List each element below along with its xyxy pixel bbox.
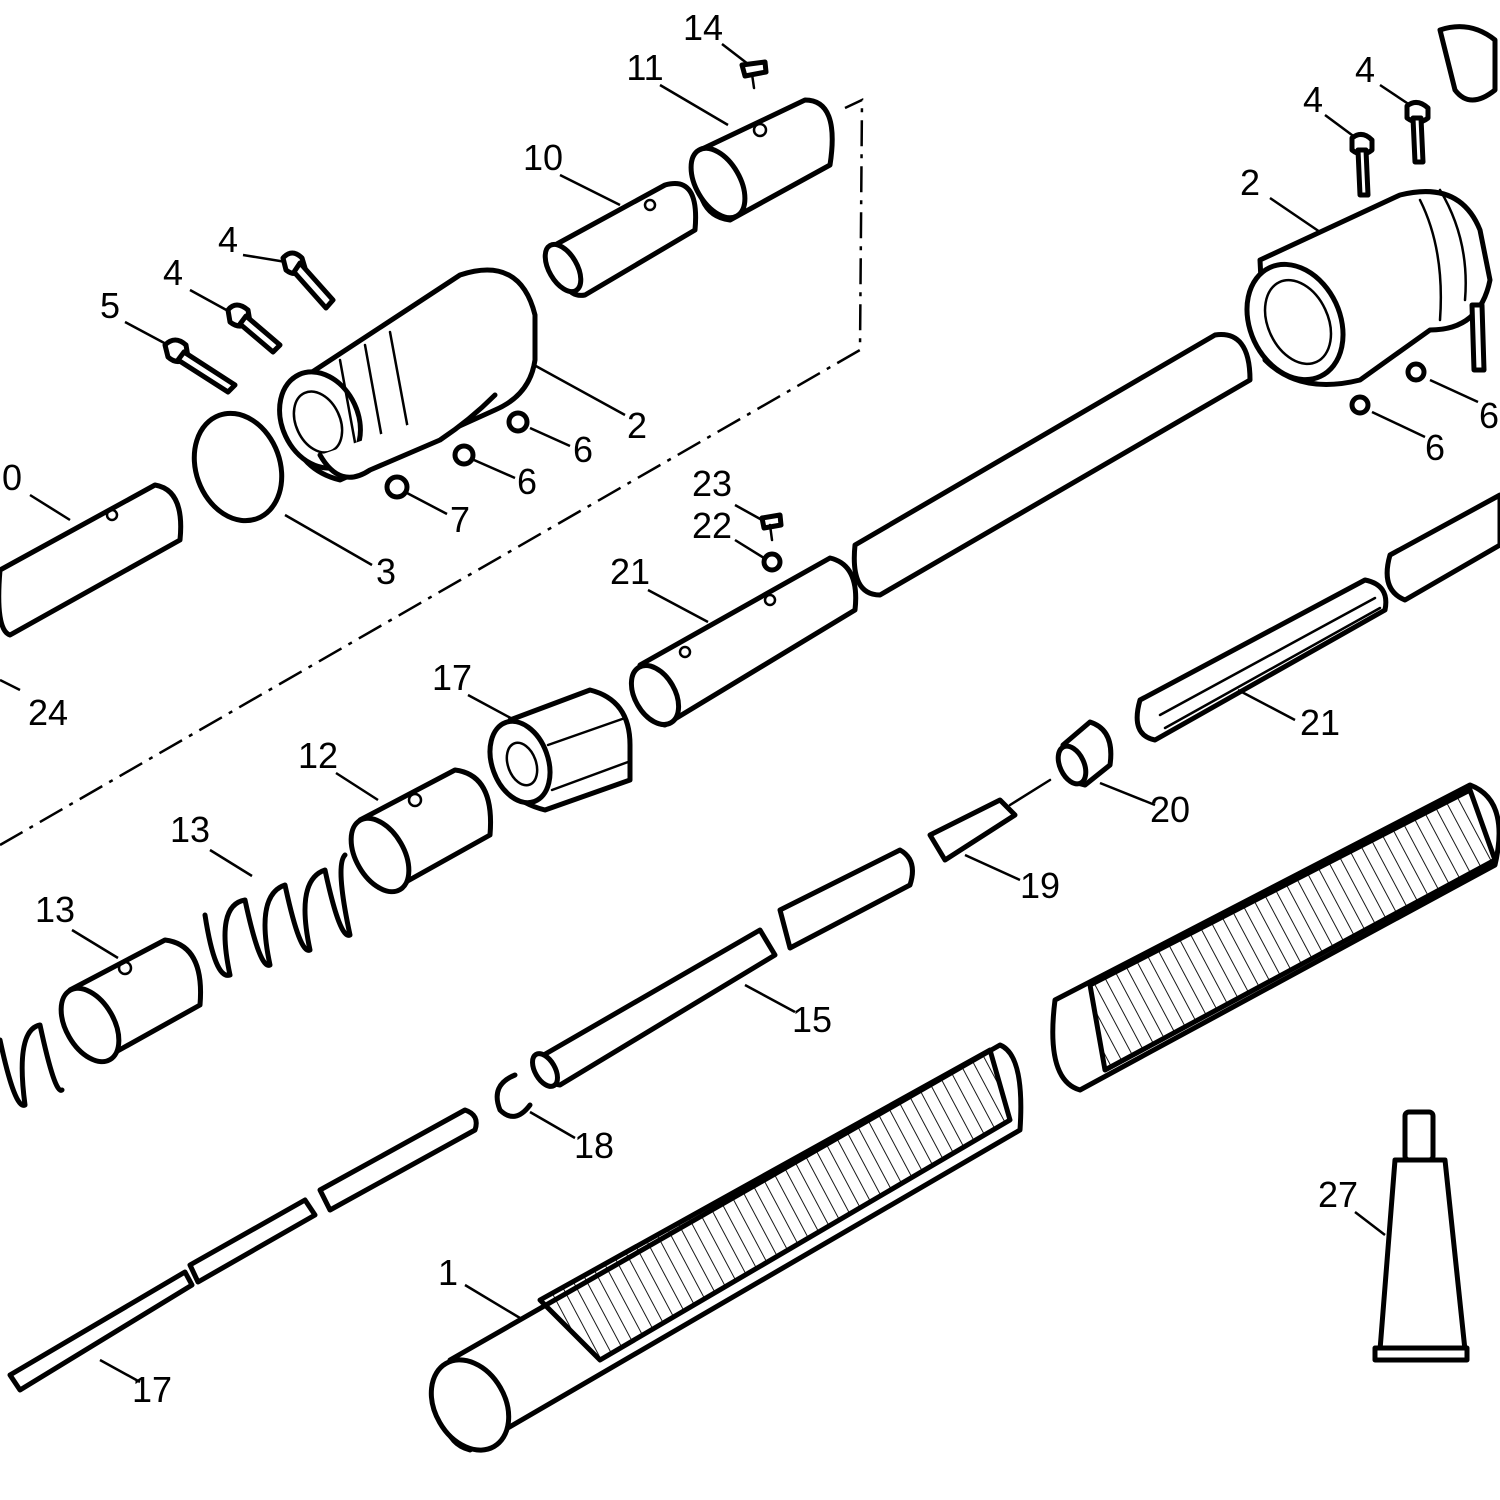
callout-25: 24 <box>28 692 68 733</box>
part-10-sleeve <box>542 181 699 298</box>
callout-4-right-a: 4 <box>1303 79 1323 120</box>
callout-22: 21 <box>610 551 650 592</box>
part-2-left-housing <box>277 267 538 483</box>
callout-11-top: 11 <box>626 47 663 88</box>
part-4-screw-right-a <box>1349 132 1375 198</box>
lower-left-spring <box>0 1022 65 1108</box>
callout-19: 19 <box>1020 865 1060 906</box>
part-4-screw-lower <box>225 302 283 355</box>
callout-21: 21 <box>1300 702 1340 743</box>
part-7-nut <box>384 474 410 500</box>
part-27-grease-tube <box>1372 1109 1470 1363</box>
callout-12: 14 <box>683 7 723 48</box>
part-3-o-ring <box>191 410 285 524</box>
callout-labels: 14 11 10 4 4 5 2 6 6 7 3 0 24 2 4 4 6 6 … <box>2 7 1499 1410</box>
callout-24: 23 <box>692 463 732 504</box>
part-13-spring <box>202 852 353 978</box>
part-19-drive-shaft-end <box>927 778 1052 863</box>
callout-6-right-a: 6 <box>1479 395 1499 436</box>
part-17-flex-shaft <box>7 1107 479 1393</box>
part-5-screw <box>162 337 238 395</box>
part-21-splined-tube <box>1134 577 1389 743</box>
callout-6-a: 6 <box>573 429 593 470</box>
callout-2-left: 2 <box>627 405 647 446</box>
part-6-nut-a <box>506 410 530 434</box>
part-18-circlip <box>494 1072 533 1119</box>
part-6-nut-right-b <box>1349 394 1371 416</box>
callout-6-right-b: 6 <box>1425 427 1445 468</box>
callout-14: 17 <box>432 657 472 698</box>
callout-7: 7 <box>450 499 470 540</box>
part-10-left-sleeve <box>0 482 184 638</box>
part-15-inner-tube <box>530 847 915 1089</box>
callout-1: 1 <box>438 1252 458 1293</box>
part-1-main-shaft-tube <box>428 782 1500 1453</box>
callout-4-lower: 4 <box>163 252 183 293</box>
callout-4-upper: 4 <box>218 219 238 260</box>
part-14-bushing <box>487 687 633 813</box>
part-11-middle-clamp-ring <box>348 767 494 895</box>
callout-27: 27 <box>1318 1174 1358 1215</box>
part-4-screw-right-b <box>1404 100 1431 165</box>
main-tube-upper <box>851 332 1253 598</box>
part-23-washer <box>761 551 783 573</box>
callout-6-b: 6 <box>517 461 537 502</box>
part-12-screw <box>739 59 769 90</box>
callout-10: 10 <box>523 137 563 178</box>
callout-11-middle: 12 <box>298 735 338 776</box>
part-11-lower-clamp-ring <box>58 937 204 1065</box>
part-6-nut-b <box>452 443 476 467</box>
part-screw-right-c <box>1469 302 1487 373</box>
callout-20: 20 <box>1150 789 1190 830</box>
part-6-nut-right-a <box>1405 361 1427 383</box>
callout-15: 15 <box>792 999 832 1040</box>
callout-2-right: 2 <box>1240 162 1260 203</box>
part-11-top-clamp-ring <box>688 97 835 223</box>
callout-23: 22 <box>692 505 732 546</box>
callout-3: 3 <box>376 551 396 592</box>
assembly-guide-line <box>0 98 864 847</box>
leader-lines <box>0 43 1479 1384</box>
part-24-screw <box>759 512 784 542</box>
part-2-right-housing <box>1244 24 1498 387</box>
callout-4-right-b: 4 <box>1355 49 1375 90</box>
callout-11-lower: 13 <box>35 889 75 930</box>
callout-5: 5 <box>100 285 120 326</box>
callout-17: 17 <box>132 1369 172 1410</box>
part-20-bushing <box>1055 719 1114 788</box>
callout-13: 13 <box>170 809 210 850</box>
part-22-tube <box>628 555 859 728</box>
part-4-screw-upper <box>280 250 336 311</box>
callout-18: 18 <box>574 1125 614 1166</box>
right-edge-tube <box>1384 492 1500 603</box>
callout-10-left: 0 <box>2 457 22 498</box>
